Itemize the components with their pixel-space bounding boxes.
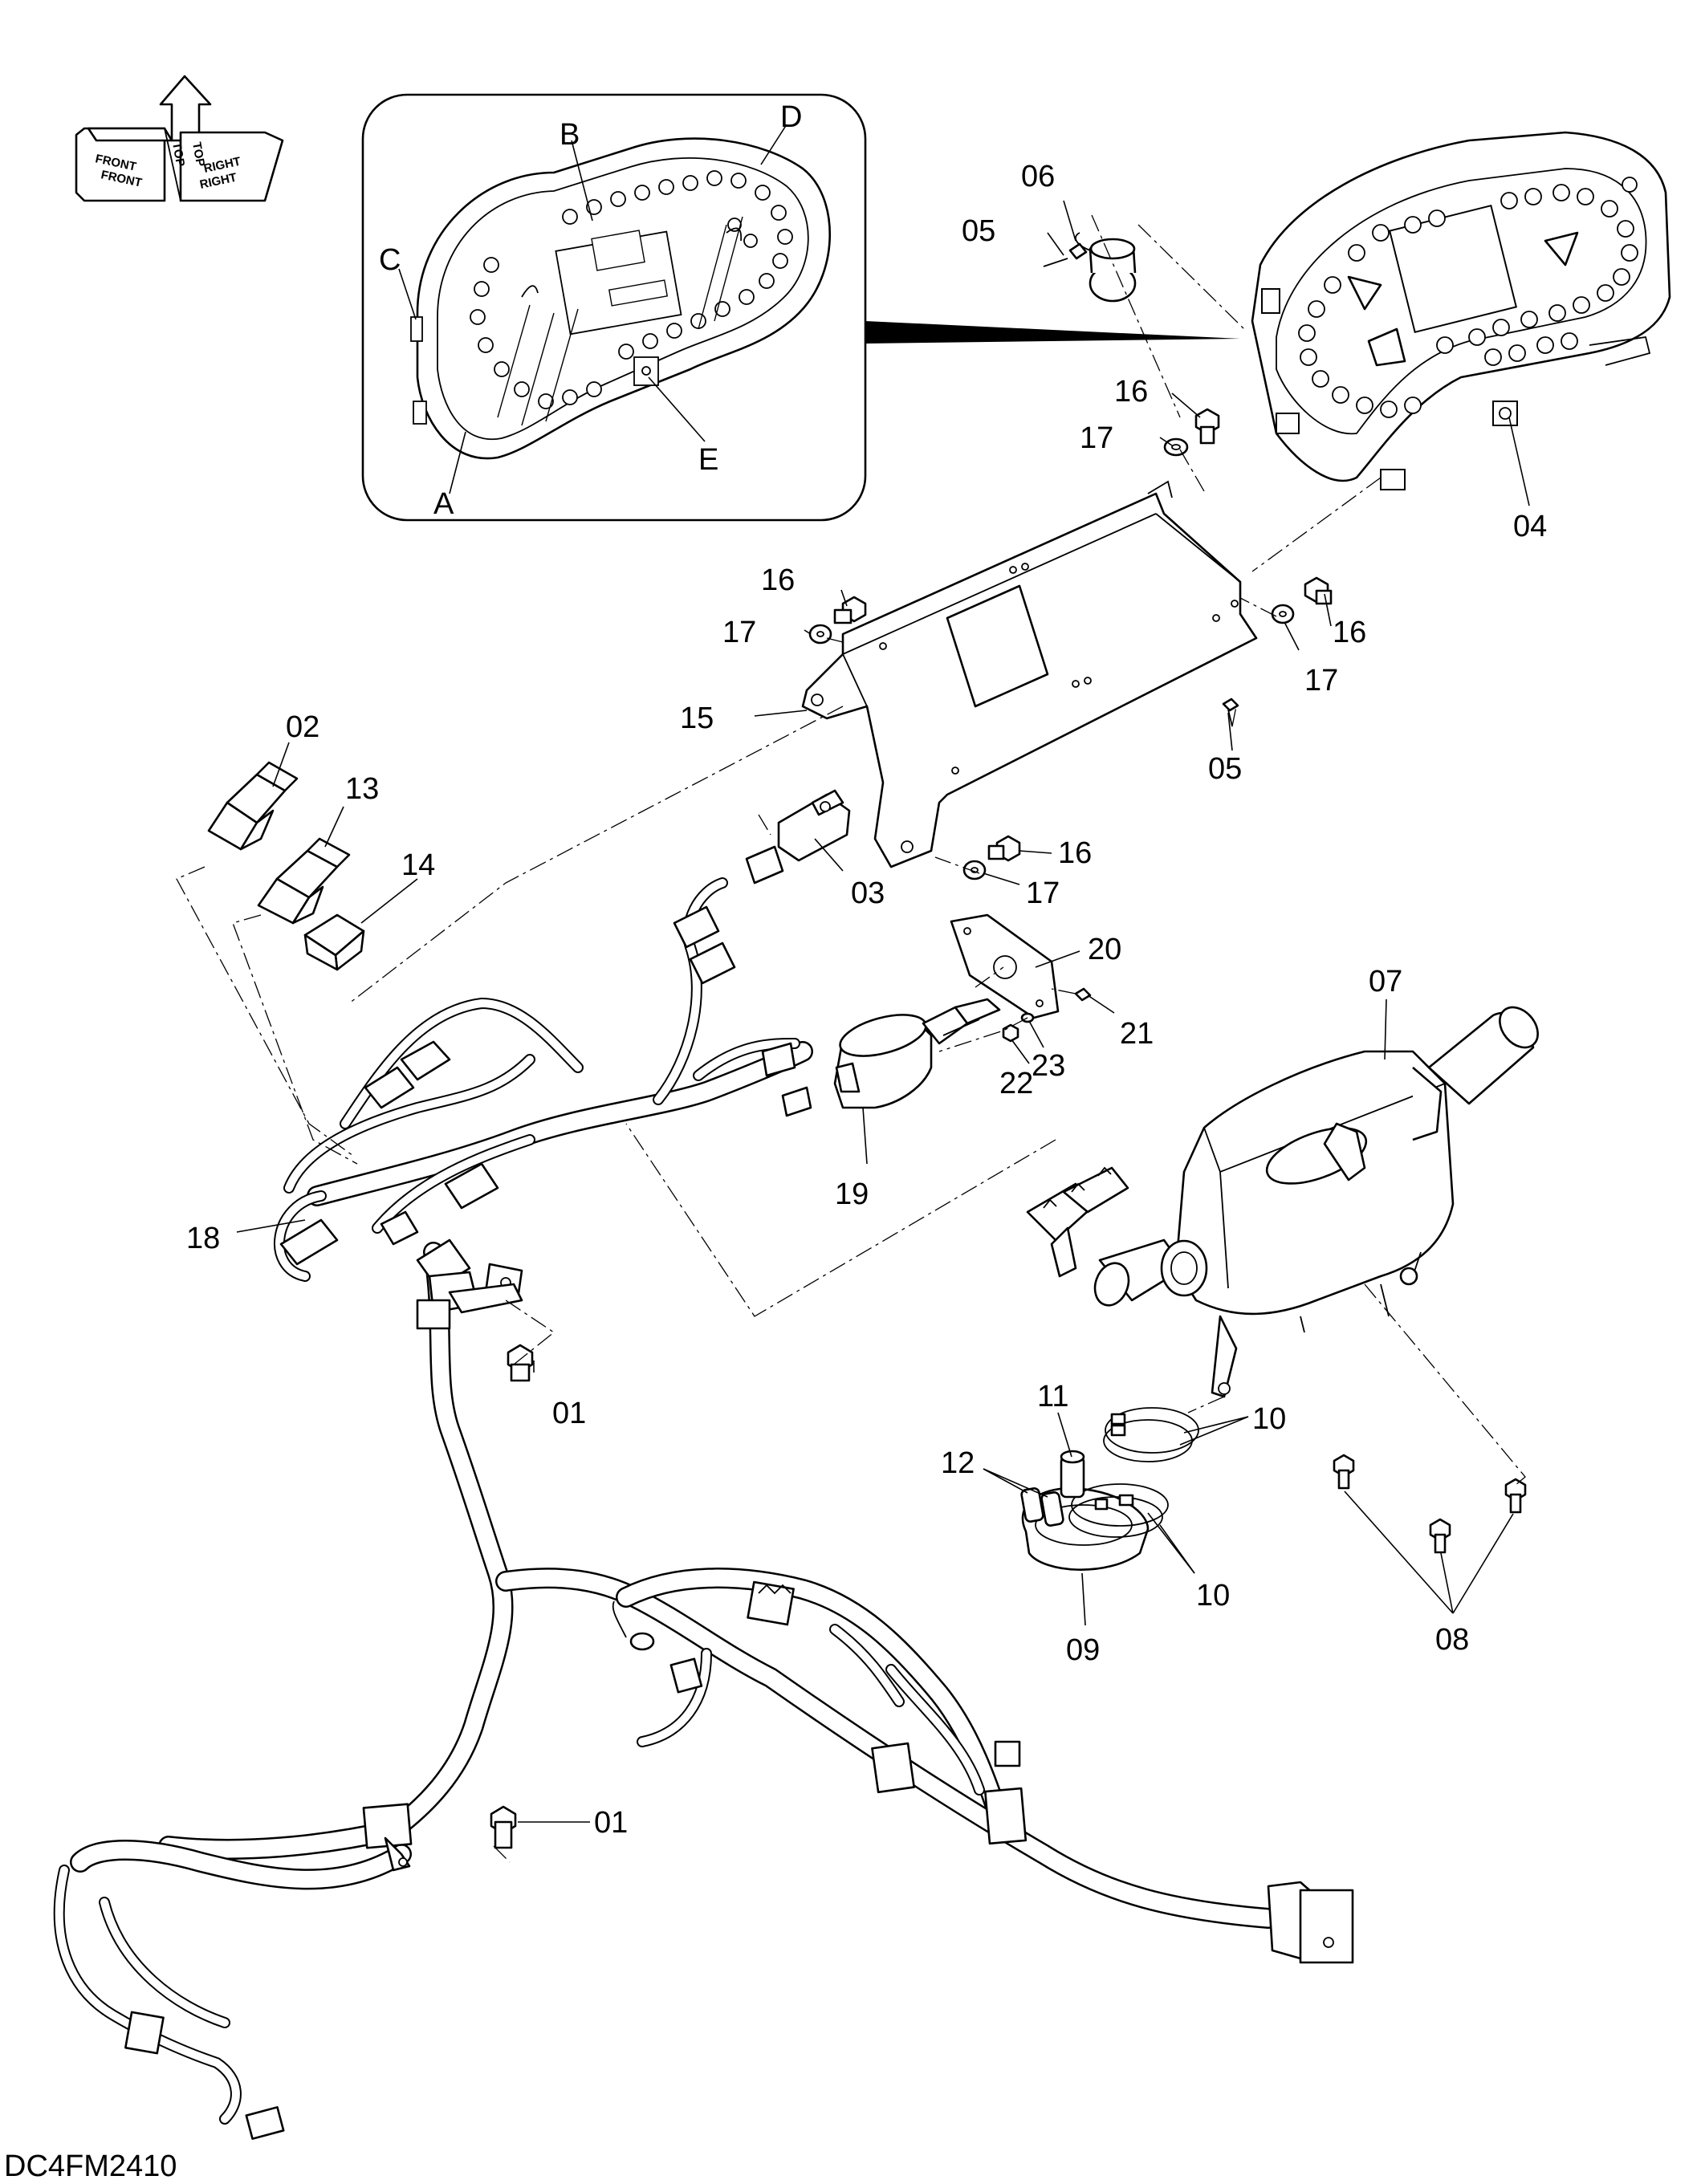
callout-05-lower: 05 [1208,752,1242,786]
callout-19: 19 [835,1177,869,1211]
assembly-lines [176,214,1526,1863]
inset-label-d: D [780,100,802,134]
inset-pointer [865,321,1240,344]
callout-16-b: 16 [761,563,795,597]
callout-02: 02 [286,710,319,744]
part-08-bolt-c [1504,1478,1527,1514]
part-10-bands-upper [1103,1407,1199,1462]
callout-07: 07 [1369,965,1402,998]
part-03-relay [777,789,851,862]
top-label-mirror: TOP [189,141,207,168]
part-01-bolt-upper [507,1344,534,1382]
callout-13: 13 [345,772,379,806]
callout-labels: 01 01 02 03 04 05 05 06 07 08 09 10 10 1… [186,160,1547,1840]
part-02-switch [207,761,299,851]
callout-18: 18 [186,1222,220,1255]
callout-09: 09 [1066,1633,1100,1667]
callout-17-b: 17 [722,616,756,649]
callout-01-lower: 01 [594,1806,628,1840]
callout-16-a: 16 [1114,375,1148,409]
part-05-screw-lower [1222,697,1239,727]
callout-20: 20 [1088,933,1121,966]
callout-22: 22 [999,1067,1033,1100]
part-11-grommet [1060,1450,1085,1499]
callout-16-d: 16 [1058,836,1092,870]
inset-label-e: E [698,443,718,477]
part-16-bolt-d [987,835,1021,862]
callout-06: 06 [1021,160,1055,193]
callout-14: 14 [401,848,435,882]
callout-17-d: 17 [1026,876,1060,910]
part-08-bolt-a [1333,1454,1355,1490]
part-13-switch [257,837,351,925]
part-21-screw [1074,987,1092,1002]
callout-23: 23 [1032,1049,1065,1083]
callout-leaders [236,200,1530,1823]
callout-17-c: 17 [1304,664,1338,697]
part-16-bolt-b [833,596,867,624]
part-16-bolt-a [1194,408,1220,445]
orientation-indicator: TOP TOP FRONT FRONT RIGHT RIGHT [75,75,284,202]
part-01-bolt-lower [490,1805,517,1849]
callout-04: 04 [1513,510,1547,543]
part-05-screw-upper [1043,242,1088,267]
part-16-bolt-c [1304,576,1333,605]
part-18-wiring-harness [53,845,1354,2140]
inset-label-b: B [560,118,580,152]
callout-17-a: 17 [1080,421,1113,455]
callout-08: 08 [1435,1623,1469,1657]
part-22-nut [1002,1023,1019,1043]
callout-16-c: 16 [1333,616,1366,649]
part-19-key-switch [833,998,1001,1109]
inset-detail: B D C A E [361,93,867,522]
top-label: TOP [169,141,187,168]
part-04-meter-cluster [1251,131,1671,490]
inset-label-a: A [433,487,454,521]
inset-label-c: C [379,243,401,277]
part-14-blank-cap [303,913,365,971]
part-06-tether [1075,232,1091,251]
drawing-code: DC4FM2410 [4,2149,177,2183]
part-15-bracket [801,480,1258,868]
part-20-plate [950,913,1060,1019]
callout-21: 21 [1120,1017,1154,1051]
part-12-bushings [1020,1487,1064,1527]
callout-10-lower: 10 [1196,1579,1230,1613]
callout-01-upper: 01 [552,1397,586,1430]
part-07-combination-switch [1026,1006,1539,1398]
callout-03: 03 [851,876,885,910]
callout-10-upper: 10 [1252,1402,1286,1436]
callout-05-upper: 05 [962,214,995,248]
callout-11: 11 [1037,1380,1068,1413]
callout-15: 15 [680,702,714,735]
part-10-bands-lower [1068,1483,1169,1538]
callout-12: 12 [941,1446,975,1480]
part-08-bolt-b [1429,1518,1451,1554]
part-06-cap [1089,238,1137,303]
